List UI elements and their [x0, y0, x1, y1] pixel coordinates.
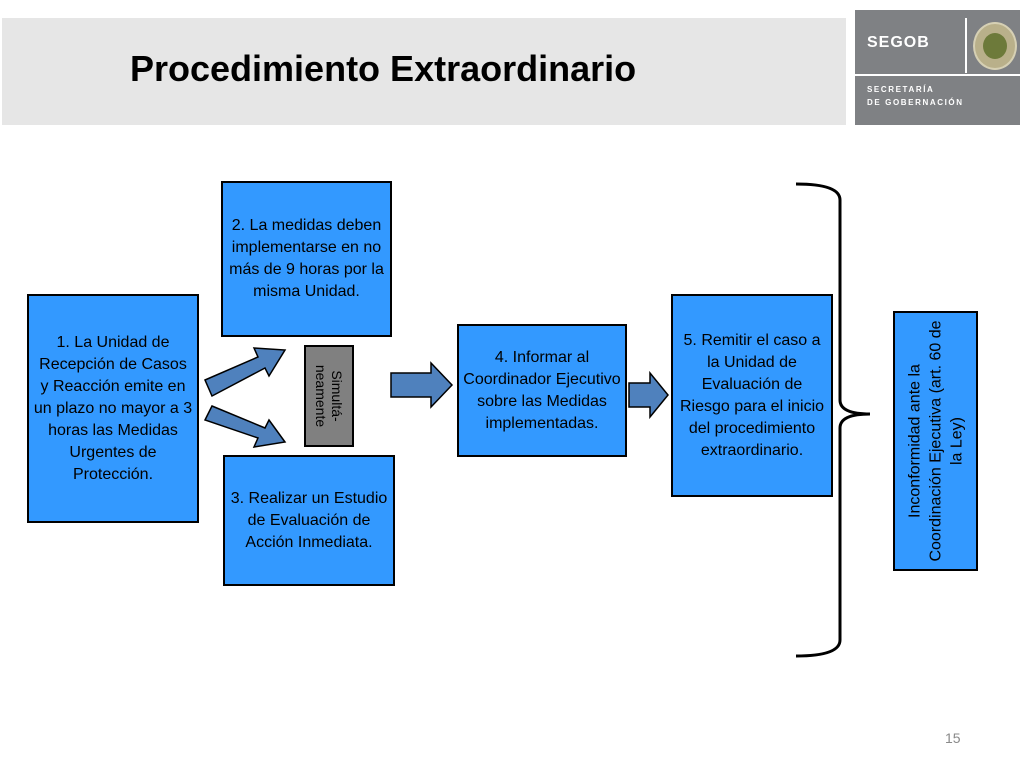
logo-separator — [855, 74, 1020, 76]
coat-of-arms-icon — [973, 22, 1017, 70]
logo-subtitle-line1: SECRETARÍA — [867, 85, 935, 94]
closing-brace — [795, 182, 871, 658]
logo-subtitle: SECRETARÍA DE GOBERNACIÓN — [867, 83, 964, 109]
step-1-text: 1. La Unidad de Recepción de Casos y Rea… — [33, 333, 193, 483]
step-5-text: 5. Remitir el caso a la Unidad de Evalua… — [679, 331, 825, 459]
step-4-box: 4. Informar al Coordinador Ejecutivo sob… — [457, 324, 627, 457]
arrow-to-step4 — [390, 361, 454, 409]
simultaneous-box: Simultá- neamente — [304, 345, 354, 447]
step-2-box: 2. La medidas deben implementarse en no … — [221, 181, 392, 337]
logo-wordmark: SEGOB — [867, 34, 930, 51]
logo-divider — [965, 18, 967, 73]
step-3-text: 3. Realizar un Estudio de Evaluación de … — [230, 489, 388, 551]
step-1-box: 1. La Unidad de Recepción de Casos y Rea… — [27, 294, 199, 523]
step-5-box: 5. Remitir el caso a la Unidad de Evalua… — [671, 294, 833, 497]
header-band — [2, 18, 846, 125]
page-number: 15 — [945, 730, 961, 746]
inconformity-box: Inconformidad ante la Coordinación Ejecu… — [893, 311, 978, 571]
simultaneous-label: Simultá- neamente — [313, 364, 345, 428]
arrow-step1-to-step2 — [204, 347, 287, 398]
arrow-step4-to-step5 — [628, 370, 669, 420]
logo-subtitle-line2: DE GOBERNACIÓN — [867, 98, 964, 107]
slide-title: Procedimiento Extraordinario — [130, 48, 637, 89]
segob-logo: SEGOB SECRETARÍA DE GOBERNACIÓN — [855, 10, 1020, 125]
arrow-step1-to-step3 — [203, 405, 287, 448]
inconformity-label: Inconformidad ante la Coordinación Ejecu… — [906, 320, 965, 562]
step-2-text: 2. La medidas deben implementarse en no … — [229, 217, 384, 300]
step-4-text: 4. Informar al Coordinador Ejecutivo sob… — [463, 348, 621, 432]
step-3-box: 3. Realizar un Estudio de Evaluación de … — [223, 455, 395, 586]
eagle-emblem-icon — [983, 33, 1007, 59]
